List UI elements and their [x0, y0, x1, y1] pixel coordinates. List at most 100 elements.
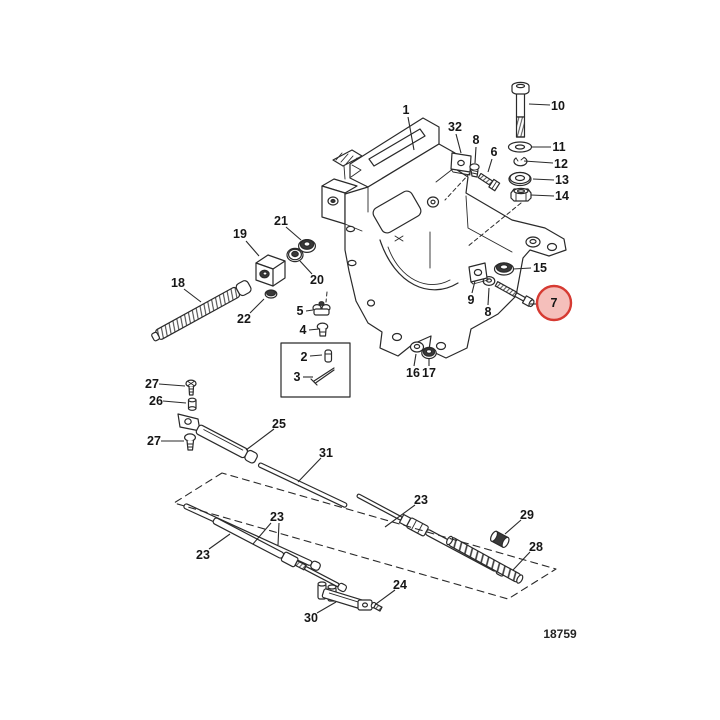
callout-label-9[interactable]: 9 [468, 293, 475, 307]
spacer-26-drawing [187, 397, 197, 411]
hex-nut-drawing [510, 187, 532, 202]
callout-label-3[interactable]: 3 [294, 370, 301, 384]
shift-lever-drawing [317, 581, 373, 611]
callout-label-14[interactable]: 14 [555, 189, 569, 203]
callout-leader-10 [528, 103, 551, 106]
callout-label-4[interactable]: 4 [300, 323, 307, 337]
callout-leader-8 [487, 287, 490, 306]
screw-upper-drawing [469, 163, 480, 178]
callout-leader-24 [375, 589, 396, 605]
callout-label-15[interactable]: 15 [533, 261, 547, 275]
callout-label-24[interactable]: 24 [393, 578, 407, 592]
conduit-drawing [446, 535, 524, 584]
locknut-drawing [493, 262, 515, 276]
callout-leader-16 [413, 353, 417, 367]
callout-label-8[interactable]: 8 [473, 133, 480, 147]
callout-label-12[interactable]: 12 [554, 157, 568, 171]
callout-label-16[interactable]: 16 [406, 366, 420, 380]
screw-27-top-drawing [185, 379, 197, 396]
small-bolt-drawing [477, 172, 501, 192]
cotter-tool-drawing [310, 367, 335, 386]
callout-label-31[interactable]: 31 [319, 446, 333, 460]
callout-leader-23 [208, 533, 231, 550]
inner-rod-drawing [257, 462, 348, 508]
callout-label-30[interactable]: 30 [304, 611, 318, 625]
callout-leader-18 [183, 288, 202, 303]
callout-leader-13 [532, 178, 555, 181]
long-bolt-drawing [511, 81, 530, 138]
callout-label-29[interactable]: 29 [520, 508, 534, 522]
callout-label-23[interactable]: 23 [196, 548, 210, 562]
callout-label-2[interactable]: 2 [301, 350, 308, 364]
stud-bolt-drawing [494, 281, 535, 308]
callout-leader-23 [277, 522, 280, 546]
callout-leader-23 [252, 522, 272, 545]
highlight-label[interactable]: 7 [551, 296, 558, 310]
callout-label-26[interactable]: 26 [149, 394, 163, 408]
threaded-cable-drawing [151, 280, 252, 342]
callout-leader-28 [512, 551, 531, 571]
callout-leader-32 [455, 133, 462, 154]
set-screw-drawing [370, 601, 383, 612]
callout-label-10[interactable]: 10 [551, 99, 565, 113]
nut-bottom-drawing [421, 346, 437, 360]
callout-label-20[interactable]: 20 [310, 273, 324, 287]
callout-label-25[interactable]: 25 [272, 417, 286, 431]
parts-kit-box [280, 342, 351, 398]
callout-leader-27 [158, 383, 186, 387]
callout-label-8[interactable]: 8 [485, 305, 492, 319]
callout-leader-5 [305, 309, 314, 312]
document-number: 18759 [543, 627, 577, 641]
callout-leader-26 [162, 400, 187, 404]
callout-label-13[interactable]: 13 [555, 173, 569, 187]
cable-block-drawing [255, 254, 286, 287]
shift-cable-left-drawing [183, 503, 348, 593]
callout-label-23[interactable]: 23 [270, 510, 284, 524]
anchor-plate-drawing [468, 262, 489, 285]
callout-leader-22 [249, 298, 265, 314]
assembly-axis-line-2 [444, 172, 471, 201]
callout-leader-20 [299, 260, 313, 275]
callout-label-27[interactable]: 27 [145, 377, 159, 391]
bushing-drawing [489, 530, 510, 548]
backing-plate-drawing [450, 152, 472, 176]
callout-label-6[interactable]: 6 [491, 145, 498, 159]
callout-label-22[interactable]: 22 [237, 312, 251, 326]
callout-leader-19 [245, 240, 260, 257]
callout-label-32[interactable]: 32 [448, 120, 462, 134]
flat-washer-lower-drawing [508, 171, 532, 187]
highlight-layer: 7 [530, 284, 573, 322]
callout-leader-14 [530, 194, 555, 197]
callout-label-28[interactable]: 28 [529, 540, 543, 554]
callout-label-5[interactable]: 5 [297, 304, 304, 318]
callout-label-17[interactable]: 17 [422, 366, 436, 380]
callout-label-19[interactable]: 19 [233, 227, 247, 241]
callout-leader-30 [316, 601, 337, 614]
callout-label-21[interactable]: 21 [274, 214, 288, 228]
flange-nut-drawing [298, 239, 317, 254]
callout-label-23[interactable]: 23 [414, 493, 428, 507]
flat-washer-upper-drawing [507, 141, 533, 153]
shift-plate-bracket-drawing [321, 117, 567, 359]
washer-bottom-drawing [409, 341, 425, 353]
callout-leader-15 [512, 267, 532, 270]
assembly-axis-line [466, 202, 522, 248]
callout-label-27[interactable]: 27 [147, 434, 161, 448]
callout-leader-25 [245, 428, 275, 451]
callout-label-11[interactable]: 11 [552, 140, 565, 154]
screw-27-bottom-drawing [184, 433, 197, 451]
callout-leader-4 [308, 328, 320, 331]
highlight-circle[interactable] [535, 284, 573, 322]
cable-group-outline [173, 472, 557, 600]
callout-label-1[interactable]: 1 [403, 103, 410, 117]
callout-leader-9 [471, 280, 476, 294]
callout-leader-31 [297, 457, 322, 483]
callout-label-18[interactable]: 18 [171, 276, 185, 290]
washer-20-drawing [286, 247, 304, 263]
link-rod-drawing [177, 413, 258, 464]
cable-clamp-drawing [312, 291, 331, 316]
callout-leader-6 [487, 158, 493, 173]
